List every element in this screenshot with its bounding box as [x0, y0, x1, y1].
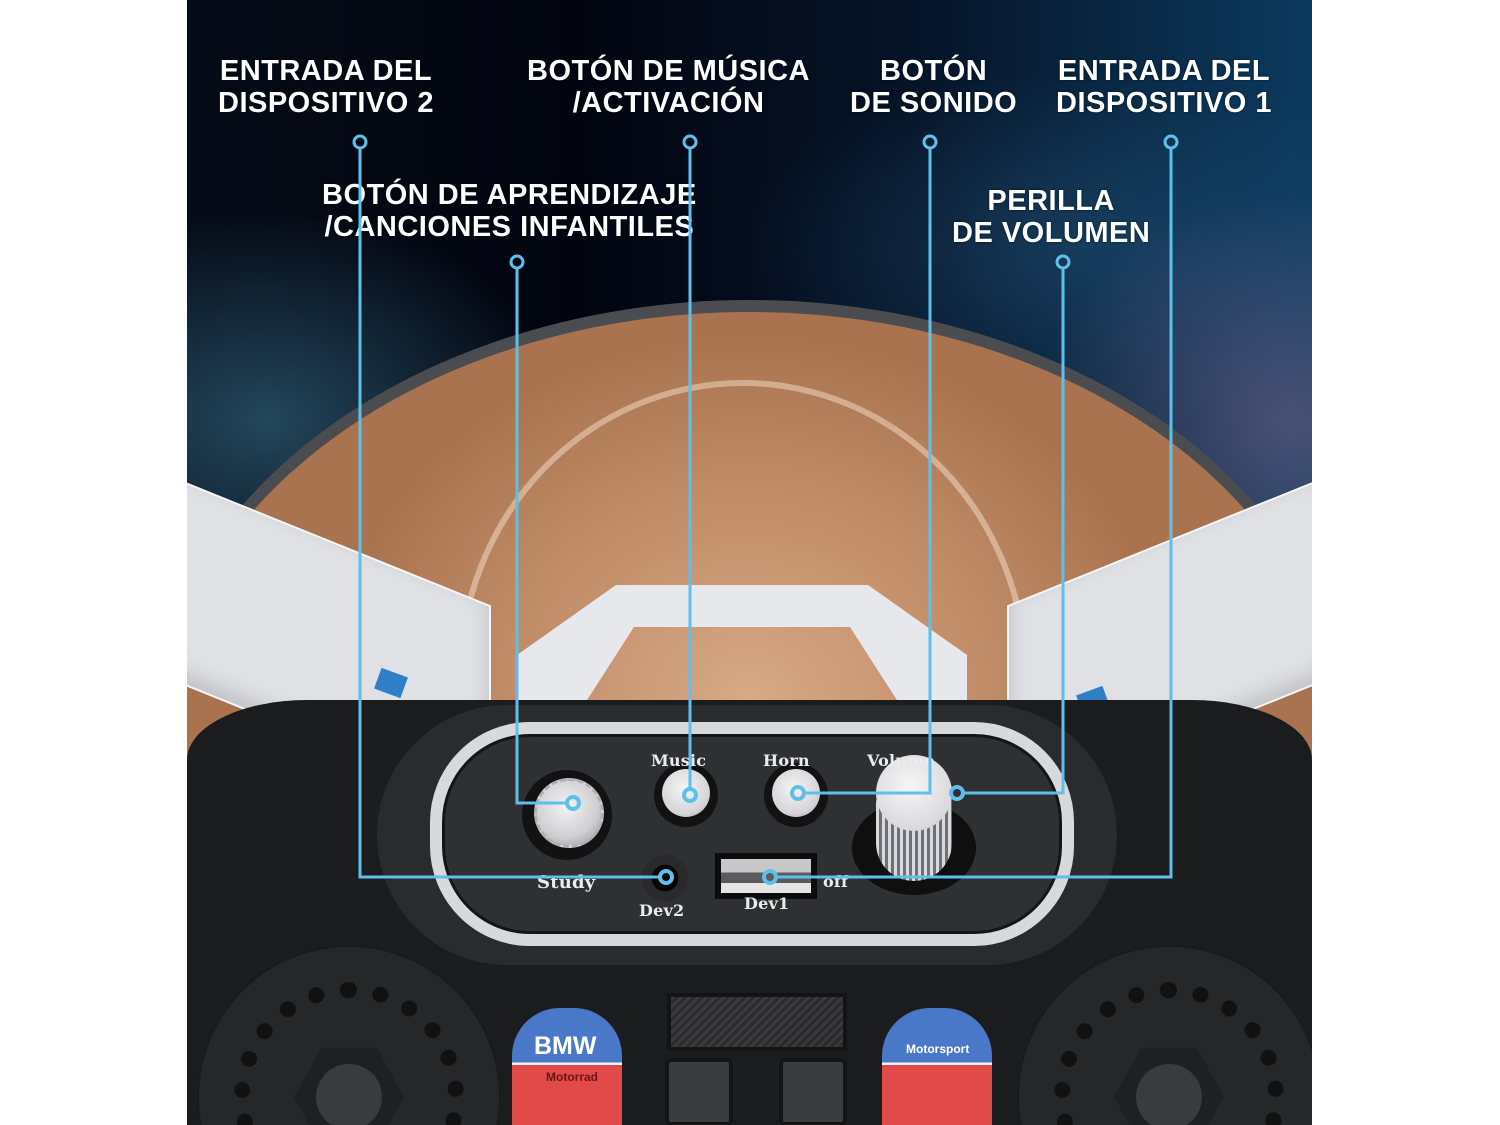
callout-music-line1: BOTÓN DE MÚSICA — [527, 55, 810, 87]
dev2-label: Dev2 — [639, 901, 685, 920]
square-button-right[interactable] — [779, 1058, 847, 1125]
callout-horn-title: BOTÓN DE SONIDO — [850, 55, 1017, 119]
callout-dev1-title: ENTRADA DEL DISPOSITIVO 1 — [1056, 55, 1272, 119]
music-label: Music — [651, 751, 707, 770]
dev1-usb-port[interactable] — [715, 853, 817, 899]
study-label: Study — [537, 872, 596, 893]
callout-dev2-title: ENTRADA DEL DISPOSITIVO 2 — [218, 55, 434, 119]
callout-volume-line1: PERILLA — [987, 185, 1115, 217]
callout-study-line2: /CANCIONES INFANTILES — [324, 211, 695, 243]
callout-music-title: BOTÓN DE MÚSICA /ACTIVACIÓN — [527, 55, 810, 119]
callout-horn-line2: DE SONIDO — [850, 87, 1018, 119]
callout-volume-title: PERILLA DE VOLUMEN — [952, 185, 1150, 249]
callout-horn-line1: BOTÓN — [880, 55, 988, 87]
callout-volume-line2: DE VOLUMEN — [952, 217, 1151, 249]
motorrad-text: Motorrad — [546, 1070, 598, 1084]
music-button[interactable] — [654, 763, 718, 827]
callout-study-title: BOTÓN DE APRENDIZAJE /CANCIONES INFANTIL… — [322, 179, 697, 243]
bmw-logo-text: BMW — [534, 1032, 597, 1060]
callout-dev1-line2: DISPOSITIVO 1 — [1056, 87, 1272, 119]
horn-button[interactable] — [764, 763, 828, 827]
callout-study-line1: BOTÓN DE APRENDIZAJE — [322, 179, 697, 211]
callout-dev2-line1: ENTRADA DEL — [219, 55, 433, 87]
volume-knob[interactable] — [852, 755, 976, 895]
product-image: Music Horn Volume Study Dev2 Dev1 off BM… — [187, 0, 1312, 1125]
square-button-left[interactable] — [665, 1058, 733, 1125]
bmw-badge: BMW Motorrad — [512, 1008, 622, 1125]
callout-dev2-line2: DISPOSITIVO 2 — [218, 87, 434, 119]
volume-label: Volume — [867, 751, 935, 770]
motorsport-badge: Motorsport — [882, 1008, 992, 1125]
dev2-audio-jack[interactable] — [642, 855, 688, 901]
callout-dev1-line1: ENTRADA DEL — [1057, 55, 1271, 87]
off-label: off — [823, 872, 849, 891]
carbon-display — [667, 993, 847, 1051]
motorsport-text: Motorsport — [906, 1042, 970, 1056]
callout-music-line2: /ACTIVACIÓN — [572, 87, 765, 119]
dev1-label: Dev1 — [744, 894, 790, 913]
study-knob[interactable] — [522, 770, 612, 860]
horn-label: Horn — [763, 751, 810, 770]
